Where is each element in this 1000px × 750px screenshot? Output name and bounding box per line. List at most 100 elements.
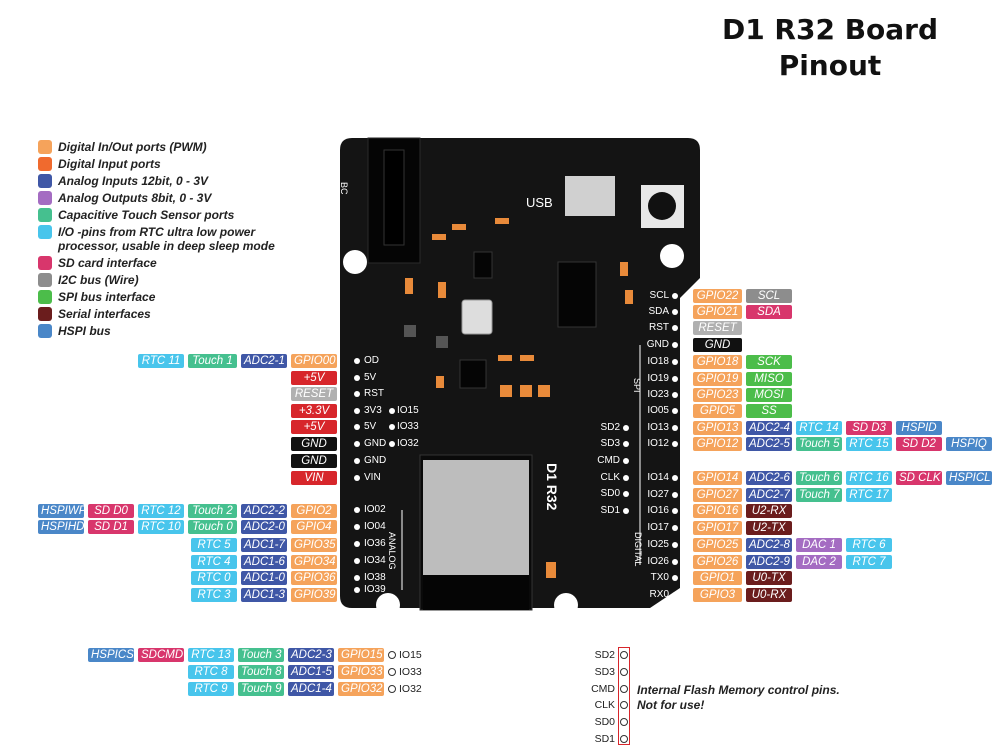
pin-tag: ADC1-5 (288, 665, 334, 679)
legend-label: SD card interface (58, 256, 157, 270)
board-pin-label: OD (364, 355, 379, 366)
legend-item: Serial interfaces (38, 307, 338, 321)
resistor-5 (438, 282, 446, 298)
legend-label: Capacitive Touch Sensor ports (58, 208, 235, 222)
pin-tag: HSPICS (88, 648, 134, 662)
header-pin (623, 458, 629, 464)
board-pin-label: IO18 (647, 356, 669, 367)
pin-tag: ADC2-8 (746, 538, 792, 552)
pin-tag: HSPIHD (38, 520, 84, 534)
flash-pin-label: SD1 (594, 733, 615, 745)
board-pin-label: IO23 (647, 389, 669, 400)
legend-swatch (38, 140, 52, 154)
header-pin (672, 325, 678, 331)
legend-item: Digital In/Out ports (PWM) (38, 140, 338, 154)
header-pin (354, 358, 360, 364)
board-pin-label: SD1 (600, 505, 620, 516)
resistor-10 (538, 385, 550, 397)
pin-tag: GPIO17 (693, 521, 742, 535)
pin-tag: +5V (291, 420, 337, 434)
flash-pin-label: SD3 (594, 665, 615, 678)
external-pin-label: IO33 (399, 666, 422, 678)
pin-tag: ADC2-5 (746, 437, 792, 451)
resistor-7 (520, 355, 534, 361)
pin-tag: GPIO33 (338, 665, 384, 679)
external-pin-label: IO15 (399, 649, 422, 661)
esp32-antenna-area (423, 575, 529, 610)
legend-swatch (38, 191, 52, 205)
board-pin-label: IO19 (647, 373, 669, 384)
pin-tag: GPIO36 (291, 571, 337, 585)
pin-tag: RTC 12 (138, 504, 184, 518)
usb-label: USB (526, 195, 553, 210)
pin-tag: RTC 8 (188, 665, 234, 679)
pin-tag: DAC 2 (796, 555, 842, 569)
legend-label: Analog Inputs 12bit, 0 - 3V (58, 174, 209, 188)
flash-pin-label: SD2 (594, 649, 615, 661)
mount-hole-br (554, 593, 578, 617)
header-pin (672, 542, 678, 548)
legend-label: Digital Input ports (58, 157, 161, 171)
flash-note: Internal Flash Memory control pins. Not … (637, 683, 840, 713)
mount-hole-bl (376, 593, 400, 617)
pin-tag: ADC1-7 (241, 538, 287, 552)
legend-label: Digital In/Out ports (PWM) (58, 140, 207, 154)
pin-tag: GPIO21 (693, 305, 742, 319)
pin-tag: RTC 5 (191, 538, 237, 552)
pin-tag: GND (693, 338, 742, 352)
legend-item: HSPI bus (38, 324, 338, 338)
pin-tag: ADC2-2 (241, 504, 287, 518)
board-pin-label: IO05 (647, 405, 669, 416)
header-pin (354, 408, 360, 414)
board-pin-label: IO34 (364, 555, 386, 566)
pin-tag: GPIO12 (693, 437, 742, 451)
board-pin-label: SDA (648, 306, 669, 317)
header-pin (672, 408, 678, 414)
legend-label: SPI bus interface (58, 290, 156, 304)
legend-label: HSPI bus (58, 324, 111, 338)
flash-note-line-1: Internal Flash Memory control pins. (637, 683, 840, 697)
resistor-11 (436, 376, 444, 388)
pin-tag: GPIO19 (693, 372, 742, 386)
legend-item: Digital Input ports (38, 157, 338, 171)
header-pin (672, 492, 678, 498)
pin-tag: RTC 13 (188, 648, 234, 662)
header-pin (623, 441, 629, 447)
mount-hole-tr (660, 244, 684, 268)
resistor-13 (625, 290, 633, 304)
legend-label: I2C bus (Wire) (58, 273, 139, 287)
header-pin (672, 309, 678, 315)
pin-tag: Touch 7 (796, 488, 842, 502)
pin-tag: +3.3V (291, 404, 337, 418)
pin-tag: HSPIQ (946, 437, 992, 451)
legend-swatch (38, 157, 52, 171)
board-pin-label: 3V3 (364, 405, 382, 416)
analog-label: ANALOG (387, 532, 397, 570)
pin-tag: RTC 15 (846, 437, 892, 451)
usb-port (565, 176, 615, 216)
spi-label: SPI (632, 378, 642, 393)
header-pin (389, 408, 395, 414)
pin-tag: GPIO39 (291, 588, 337, 602)
header-pin (354, 507, 360, 513)
board-pin-label: VIN (364, 472, 381, 483)
resistor-2 (452, 224, 466, 230)
pin-tag: Touch 8 (238, 665, 284, 679)
header-pin (354, 587, 360, 593)
resistor-12 (620, 262, 628, 276)
pin-tag: SD D0 (88, 504, 134, 518)
flash-header-box (618, 647, 630, 745)
pin-tag: +5V (291, 371, 337, 385)
board-pin-label: IO17 (647, 522, 669, 533)
pin-tag: DAC 1 (796, 538, 842, 552)
pin-tag: SD CLK (896, 471, 942, 485)
legend-label: I/O -pins from RTC ultra low power proce… (58, 225, 275, 253)
pin-tag: SD D2 (896, 437, 942, 451)
legend-label: Serial interfaces (58, 307, 151, 321)
pin-tag: GPIO00 (291, 354, 337, 368)
header-pin (354, 441, 360, 447)
board-pin-label: IO12 (647, 438, 669, 449)
header-pin (672, 592, 678, 598)
pin-tag: ADC2-9 (746, 555, 792, 569)
legend-item: Capacitive Touch Sensor ports (38, 208, 338, 222)
